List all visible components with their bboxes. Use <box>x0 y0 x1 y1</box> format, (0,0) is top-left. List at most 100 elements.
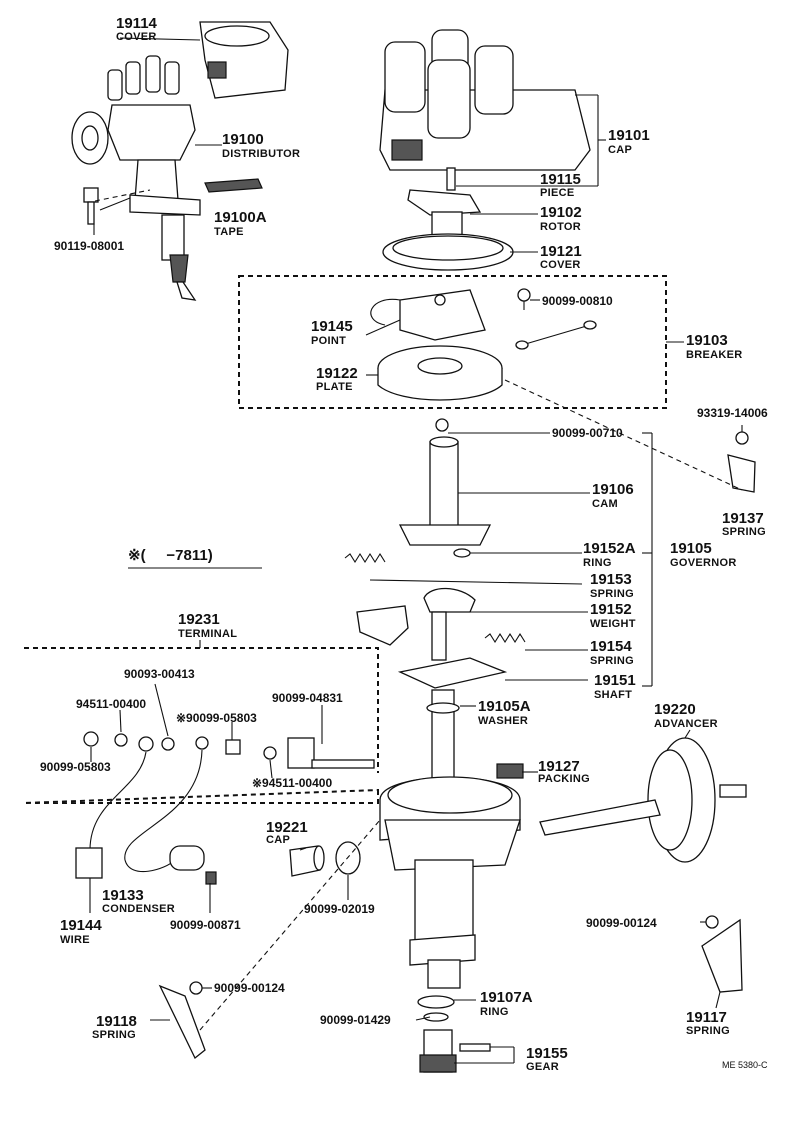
condenser-lead-drawing <box>124 749 203 873</box>
spring-19137-drawing <box>727 431 756 493</box>
callout-19114-name: COVER <box>116 31 157 43</box>
callout-19101-number: 19101 <box>608 127 650 144</box>
weight-19152-drawing <box>423 587 476 613</box>
callout-19127-name: PACKING <box>538 773 590 785</box>
cover-19114-drawing <box>199 21 289 99</box>
callout-19117-name: SPRING <box>686 1025 730 1037</box>
callout-19133-name: CONDENSER <box>102 903 175 915</box>
callout-19144-number: 19144 <box>60 917 102 934</box>
callout-19118-number: 19118 <box>96 1013 137 1030</box>
callout-19102-number: 19102 <box>540 204 582 221</box>
packing-19127-drawing <box>496 763 524 779</box>
housing-drawing <box>379 776 521 989</box>
callout-19155-name: GEAR <box>526 1061 559 1073</box>
callout-19137-name: SPRING <box>722 526 766 538</box>
date-note: ※( −7811) <box>128 547 213 564</box>
callout-90099-00710: 90099-00710 <box>552 426 623 440</box>
callout-90099-05803: 90099-05803 <box>40 760 111 774</box>
bolt-90119-drawing <box>83 187 99 225</box>
callout-19105a-number: 19105A <box>478 698 531 715</box>
callout-90099-05803-note: ※90099-05803 <box>176 711 257 725</box>
callout-19152a-number: 19152A <box>583 540 636 557</box>
callout-19121-number: 19121 <box>540 243 582 260</box>
condenser-19133-drawing <box>169 845 205 871</box>
callout-19145-number: 19145 <box>311 318 353 335</box>
callout-90099-00124-right: 90099-00124 <box>586 916 657 930</box>
callout-19152a-name: RING <box>583 557 612 569</box>
callout-19106-name: CAM <box>592 498 618 510</box>
callout-19151-number: 19151 <box>594 672 636 689</box>
callout-19127-number: 19127 <box>538 758 580 775</box>
spring-19154-drawing <box>484 632 526 644</box>
screw-90099-00871-drawing <box>205 871 217 885</box>
callout-19100-number: 19100 <box>222 131 264 148</box>
drawing-code: ME 5380-C <box>722 1060 768 1070</box>
callout-19107a-name: RING <box>480 1006 509 1018</box>
terminal-group-box <box>23 647 379 804</box>
pin-drawing <box>459 1043 491 1052</box>
callout-19121-name: COVER <box>540 259 581 271</box>
gear-19155-drawing <box>419 1029 457 1073</box>
callout-19101-name: CAP <box>608 144 632 156</box>
spring-19117-drawing <box>701 915 743 993</box>
callout-19137-number: 19137 <box>722 510 764 527</box>
labels: 19114 COVER 19100 DISTRIBUTOR 19100A TAP… <box>40 15 768 1073</box>
callout-19105-name: GOVERNOR <box>670 557 737 569</box>
callout-19122-number: 19122 <box>316 365 358 382</box>
callout-19231-number: 19231 <box>178 611 220 628</box>
callout-19152-name: WEIGHT <box>590 618 636 630</box>
callout-19153-name: SPRING <box>590 588 634 600</box>
spring-19153-drawing <box>344 552 386 564</box>
callout-19154-name: SPRING <box>590 655 634 667</box>
callout-90099-02019: 90099-02019 <box>304 902 375 916</box>
cap-19101-drawing <box>379 29 591 171</box>
callout-19102-name: ROTOR <box>540 221 581 233</box>
callout-19220-name: ADVANCER <box>654 718 718 730</box>
terminal-parts-drawing <box>83 731 375 769</box>
callout-19118-name: SPRING <box>92 1029 136 1041</box>
callout-90099-00810: 90099-00810 <box>542 294 613 308</box>
callout-19155-number: 19155 <box>526 1045 568 1062</box>
callout-90099-01429: 90099-01429 <box>320 1013 391 1027</box>
cam-19106-drawing <box>398 418 492 546</box>
callout-19122-name: PLATE <box>316 381 353 393</box>
callout-19220-number: 19220 <box>654 701 696 718</box>
tape-19100a-drawing <box>204 178 263 193</box>
ring-19152a-drawing <box>453 548 471 558</box>
callout-19105a-name: WASHER <box>478 715 528 727</box>
screw-90099-00810-drawing <box>517 288 531 310</box>
ground-lead-drawing <box>521 324 591 346</box>
leader-lines <box>89 37 743 1064</box>
callout-19103-number: 19103 <box>686 332 728 349</box>
point-19145-drawing <box>370 289 486 341</box>
plate-19122-drawing <box>377 345 503 401</box>
callout-90099-04831: 90099-04831 <box>272 691 343 705</box>
piece-19115-drawing <box>446 167 456 191</box>
cover-19121-drawing <box>382 233 514 271</box>
callout-90119-08001: 90119-08001 <box>54 239 124 253</box>
callout-19100-name: DISTRIBUTOR <box>222 148 300 160</box>
callout-19133-number: 19133 <box>102 887 144 904</box>
washer-19105a-drawing <box>426 702 460 714</box>
callout-19107a-number: 19107A <box>480 989 533 1006</box>
callout-19152-number: 19152 <box>590 601 632 618</box>
callout-19153-number: 19153 <box>590 571 632 588</box>
callout-19100a-name: TAPE <box>214 226 244 238</box>
wire-19144-drawing <box>89 751 147 851</box>
callout-90093-00413: 90093-00413 <box>124 667 195 681</box>
washer-90099-01429-drawing <box>423 1012 449 1022</box>
callout-93319-14006: 93319-14006 <box>697 406 768 420</box>
callout-19100a-number: 19100A <box>214 209 267 226</box>
callout-19115-name: PIECE <box>540 187 575 199</box>
callout-94511-00400: 94511-00400 <box>76 697 146 711</box>
callout-19117-number: 19117 <box>686 1009 727 1026</box>
distributor-drawing <box>71 55 201 301</box>
ring-19107a-drawing <box>417 995 455 1009</box>
callout-19221-name: CAP <box>266 834 290 846</box>
callout-19145-name: POINT <box>311 335 346 347</box>
callout-19231-name: TERMINAL <box>178 628 237 640</box>
callout-19103-name: BREAKER <box>686 349 743 361</box>
callout-94511-00400-note: ※94511-00400 <box>252 776 332 790</box>
